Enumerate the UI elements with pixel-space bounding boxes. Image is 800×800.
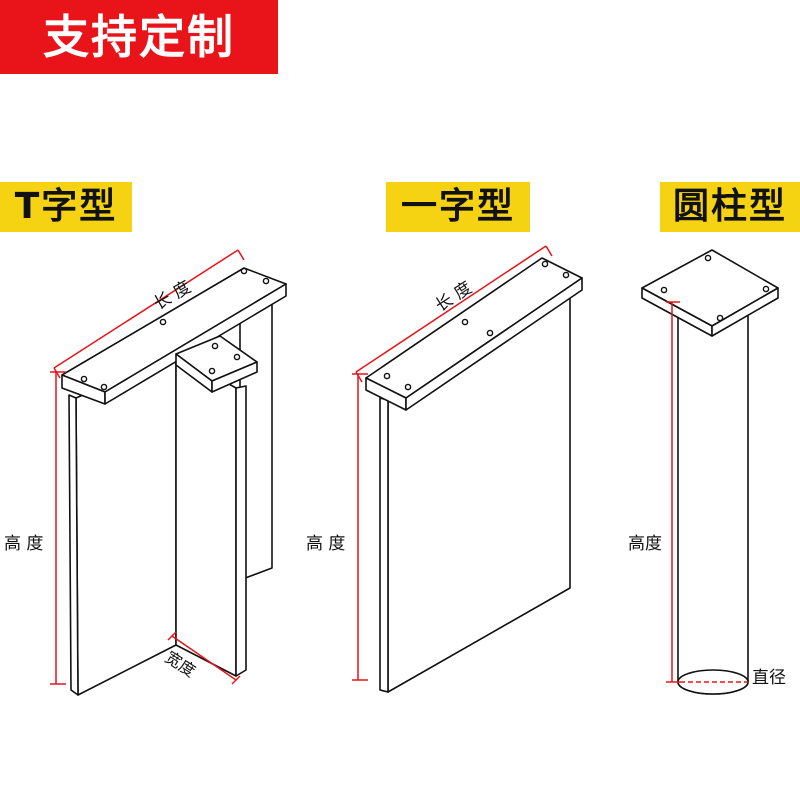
cylinder-diameter-label: 直径 [752, 668, 786, 688]
one-top-holes [383, 260, 570, 391]
t-shape-leg [61, 267, 287, 696]
cylinder-height-label: 高度 [628, 534, 662, 554]
one-shape-title: 一字型 [386, 182, 530, 232]
one-height-label: 高 度 [306, 534, 345, 554]
dimension-lines [50, 245, 748, 685]
cylinder-leg [641, 249, 779, 695]
t-top-holes [80, 267, 270, 391]
cylinder-title: 圆柱型 [660, 182, 800, 232]
cylinder-top-holes [660, 254, 770, 322]
customization-banner: 支持定制 [0, 0, 278, 74]
t-shape-title: T字型 [0, 182, 132, 232]
t-height-label: 高 度 [4, 534, 43, 554]
one-shape-leg [365, 257, 583, 693]
